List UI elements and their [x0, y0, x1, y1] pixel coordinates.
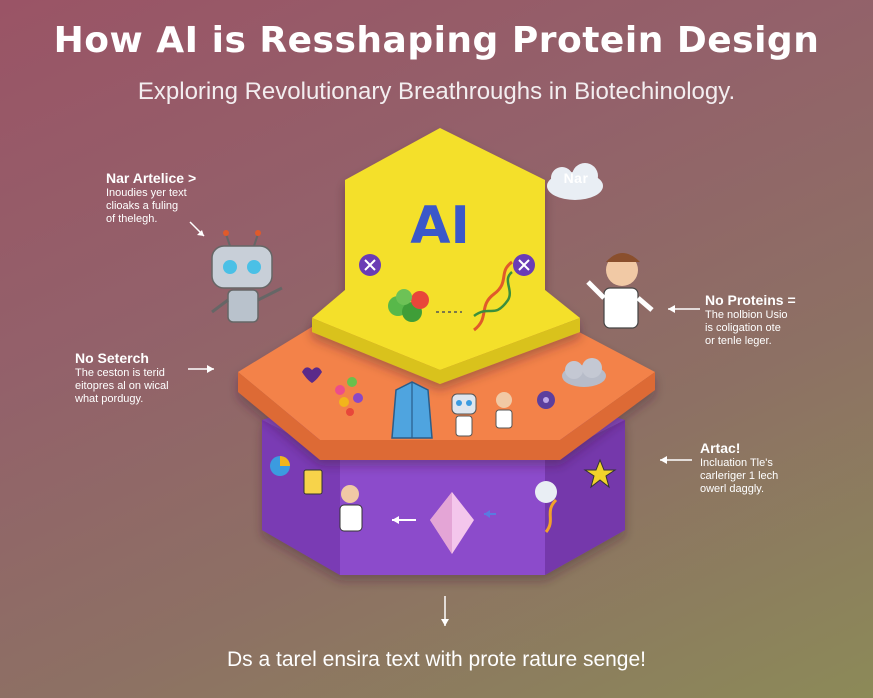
- arrow-icon: [668, 305, 700, 313]
- molecule-icon: [388, 289, 429, 322]
- callout-line: what pordugy.: [75, 393, 144, 405]
- ai-label: AI: [410, 196, 470, 256]
- callout-line: is coligation ote: [705, 322, 781, 334]
- cloud-icon: [562, 358, 606, 387]
- callout-line: of thelegh.: [106, 213, 158, 225]
- callout-heading: No Proteins =: [705, 292, 796, 308]
- arrow-icon: [484, 510, 496, 518]
- callout-heading: Nar Artelice >: [106, 170, 197, 186]
- callout-bottom-right: Artac! Incluation Tle's carleriger 1 lec…: [700, 440, 778, 496]
- dna-icon: [544, 498, 558, 533]
- scientist-icon: [586, 253, 654, 329]
- arrow-icon: [441, 596, 449, 626]
- callout-line: owerl daggly.: [700, 483, 764, 495]
- arrow-icon: [392, 516, 416, 524]
- footer-text: Ds a tarel ensira text with prote rature…: [226, 648, 647, 671]
- document-icon: [303, 469, 323, 495]
- arrow-icon: [189, 221, 205, 237]
- callout-line: Incluation Tle's: [700, 457, 773, 469]
- close-icon: [359, 254, 381, 276]
- callout-line: eitopres al on wical: [75, 380, 169, 392]
- callout-mid-right: No Proteins = The nolbion Usio is coliga…: [705, 292, 796, 348]
- robot-icon: [451, 393, 477, 437]
- heart-icon: [302, 367, 322, 383]
- page-title: How AI is Resshaping Protein Design: [53, 20, 820, 61]
- top-tier: [312, 128, 580, 384]
- robot-icon: [211, 230, 283, 323]
- callout-heading: Artac!: [700, 440, 741, 456]
- face-icon: [535, 481, 557, 503]
- lab-coat-icon: [391, 381, 433, 439]
- star-icon: [583, 458, 617, 489]
- callout-line: or tenle leger.: [705, 335, 772, 347]
- callout-line: The ceston is terid: [75, 367, 165, 379]
- scientist-icon: [339, 485, 363, 532]
- close-icon: [513, 254, 535, 276]
- callout-mid-left: No Seterch The ceston is terid eitopres …: [75, 350, 169, 406]
- bubble-cluster-icon: [335, 377, 363, 416]
- virus-icon: [537, 391, 555, 409]
- arrow-icon: [188, 365, 214, 373]
- dna-icon: [473, 260, 513, 332]
- callout-line: The nolbion Usio: [705, 309, 788, 321]
- chart-icon: [270, 456, 290, 476]
- scientist-icon: [495, 392, 513, 429]
- page-subtitle: Exploring Revolutionary Breathroughs in …: [137, 78, 736, 105]
- cloud-icon: [547, 163, 603, 200]
- cloud-label: Nar: [563, 170, 589, 186]
- callout-line: clioaks a fuling: [106, 200, 179, 212]
- callout-line: carleriger 1 lech: [700, 470, 779, 482]
- crystal-icon: [430, 492, 474, 554]
- arrow-icon: [660, 456, 692, 464]
- callout-top-left: Nar Artelice > Inoudies yer text clioaks…: [106, 170, 196, 226]
- callout-line: Inoudies yer text: [106, 187, 187, 199]
- callout-heading: No Seterch: [75, 350, 149, 366]
